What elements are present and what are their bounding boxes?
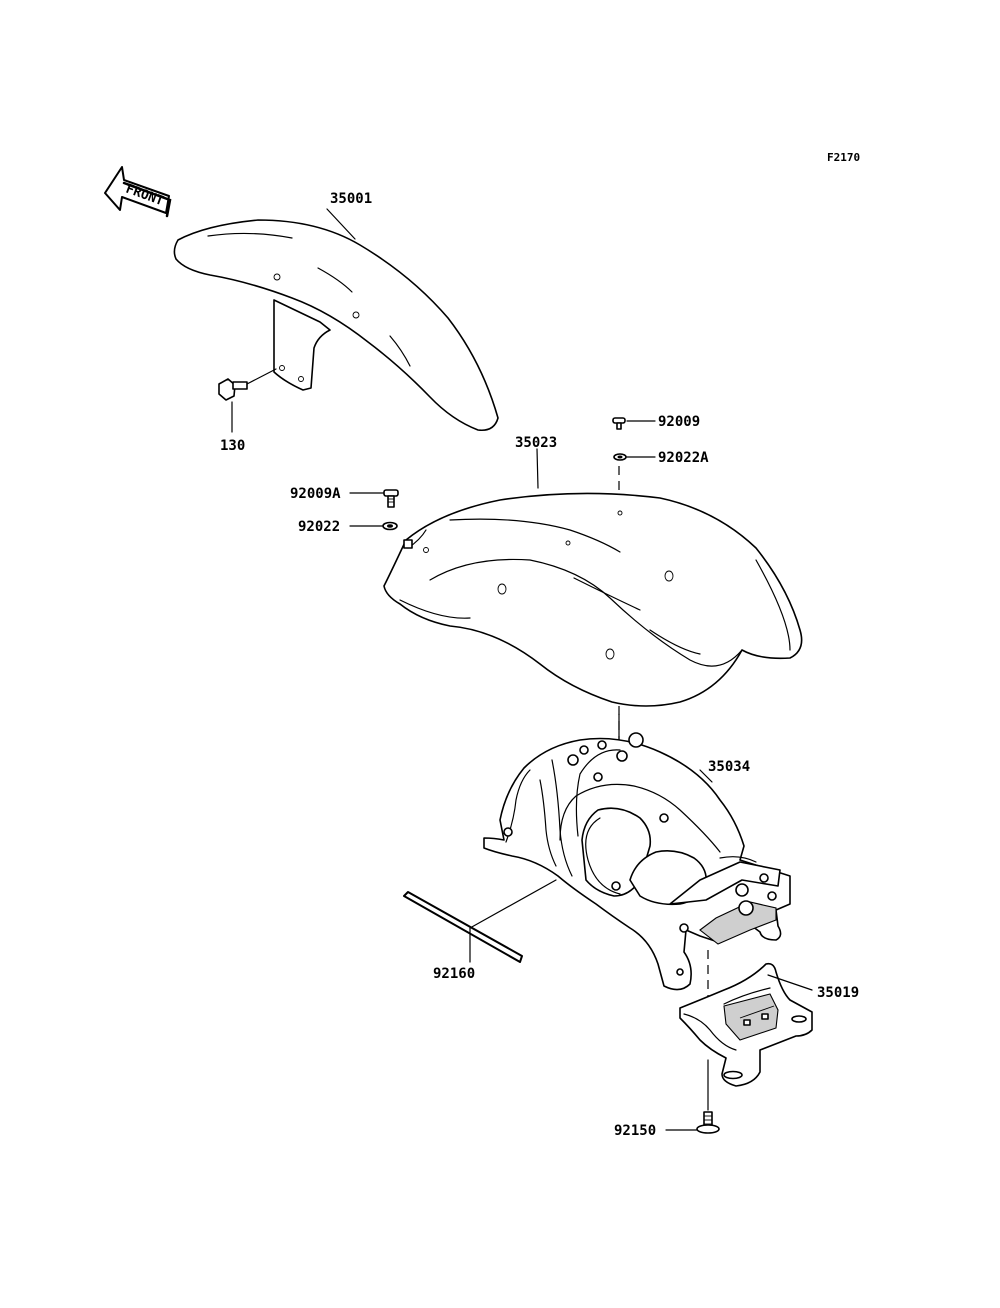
diagram-code: F2170 [827, 151, 860, 164]
label-92009: 92009 [658, 414, 700, 430]
inner-fender-bracket [483, 732, 791, 991]
label-35023: 35023 [515, 435, 557, 451]
label-35019: 35019 [817, 985, 859, 1001]
label-35001: 35001 [330, 191, 372, 207]
leader-35023 [536, 448, 539, 489]
leader-92160 [469, 879, 557, 929]
label-92160: 92160 [433, 966, 475, 982]
label-92022a: 92022A [658, 450, 709, 466]
leader-35001 [326, 208, 356, 240]
label-92022: 92022 [298, 519, 340, 535]
label-92150: 92150 [614, 1123, 656, 1139]
license-bracket [679, 962, 813, 1087]
label-130: 130 [220, 438, 245, 454]
front-fender [173, 219, 499, 432]
bolt-130 [218, 368, 277, 401]
leader-35034 [699, 769, 713, 783]
strip-92160 [403, 891, 523, 963]
rear-fender [383, 492, 803, 707]
screw-92009 [612, 417, 626, 430]
label-35034: 35034 [708, 759, 750, 775]
label-92009a: 92009A [290, 486, 341, 502]
screw-92150 [696, 1111, 720, 1134]
front-direction-arrow: FRONT [104, 166, 172, 218]
screw-92009a [383, 489, 399, 508]
